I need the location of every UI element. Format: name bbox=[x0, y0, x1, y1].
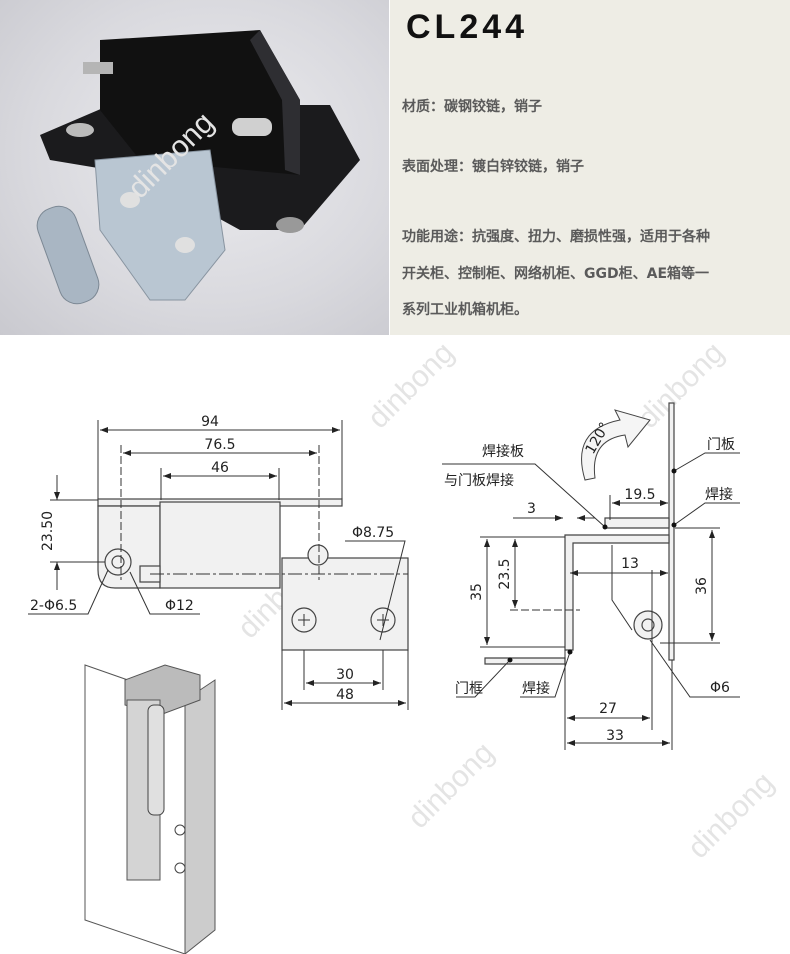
product-model-title: CL244 bbox=[406, 8, 529, 46]
rotation-arrow-icon bbox=[581, 409, 651, 481]
label-door-frame: 门框 bbox=[455, 681, 483, 697]
dim-94: 94 bbox=[201, 414, 219, 430]
side-view-drawing: 120° 焊接板 与门板焊接 门板 焊接 门框 焊接 19.5 3 35 23. bbox=[442, 402, 740, 750]
svg-text:dinbong: dinbong bbox=[402, 736, 501, 835]
technical-drawings: dinbong dinbong dinbong dinbong dinbong bbox=[28, 336, 781, 954]
dim-30: 30 bbox=[336, 667, 354, 683]
spec-usage: 功能用途：抗强度、扭力、磨损性强，适用于各种 bbox=[402, 229, 710, 245]
label-weld-top: 焊接 bbox=[705, 486, 733, 503]
dim-27: 27 bbox=[599, 701, 617, 717]
svg-text:dinbong: dinbong bbox=[682, 766, 781, 865]
dim-boss-dia: Φ12 bbox=[165, 598, 194, 614]
dim-46: 46 bbox=[211, 460, 229, 476]
spec-usage-line3: 系列工业机箱机柜。 bbox=[402, 302, 528, 318]
hinge-photo-illustration: dinbong bbox=[36, 30, 360, 305]
product-photo: dinbong bbox=[0, 0, 389, 335]
dim-13: 13 bbox=[621, 556, 639, 572]
product-info-panel: CL244 材质：碳钢铰链，销子 表面处理：镀白锌铰链，销子 功能用途：抗强度、… bbox=[390, 0, 790, 335]
label-weld-to-door: 与门板焊接 bbox=[444, 472, 514, 489]
label-door-panel: 门板 bbox=[707, 437, 735, 453]
isometric-view-drawing bbox=[84, 664, 216, 954]
spec-material: 材质：碳钢铰链，销子 bbox=[402, 99, 542, 115]
spec-surface: 表面处理：镀白锌铰链，销子 bbox=[402, 159, 584, 175]
label-weld-plate: 焊接板 bbox=[482, 443, 524, 460]
dim-pin-dia: Φ6 bbox=[710, 680, 730, 696]
dim-48: 48 bbox=[336, 687, 354, 703]
spec-usage-line2: 开关柜、控制柜、网络机柜、GGD柜、AE箱等一 bbox=[402, 266, 710, 282]
dim-35: 35 bbox=[469, 583, 485, 601]
dim-33: 33 bbox=[606, 728, 624, 744]
dim-23-50: 23.50 bbox=[40, 511, 56, 551]
dim-slot-dia: Φ8.75 bbox=[352, 525, 394, 541]
svg-text:dinbong: dinbong bbox=[362, 336, 461, 435]
dim-36: 36 bbox=[694, 577, 710, 595]
front-view-drawing: 94 76.5 46 23.50 2-Φ6.5 Φ12 Φ8.75 30 48 bbox=[28, 414, 409, 710]
dim-76-5: 76.5 bbox=[204, 437, 235, 453]
dim-19-5: 19.5 bbox=[624, 487, 655, 503]
label-weld-bottom: 焊接 bbox=[522, 680, 550, 697]
dim-hole-dia: 2-Φ6.5 bbox=[30, 598, 77, 614]
dim-3: 3 bbox=[527, 501, 536, 517]
dim-23-5: 23.5 bbox=[497, 558, 513, 589]
